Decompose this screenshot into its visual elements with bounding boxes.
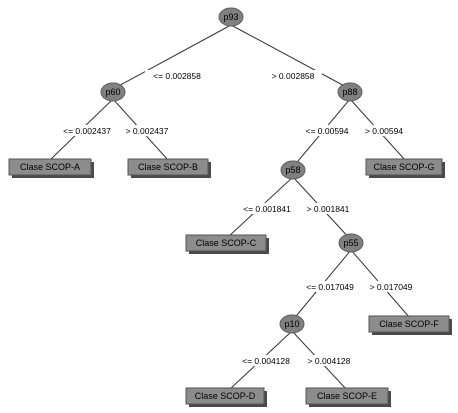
- tree-node: p88: [337, 82, 363, 102]
- leaf-node: Clase SCOP-C: [185, 234, 269, 254]
- edge-label-p58-p55: > 0.001841: [307, 204, 350, 214]
- tree-node: p93: [218, 7, 244, 27]
- edge-labels: <= 0.002858 > 0.002858 <= 0.002437 > 0.0…: [54, 70, 420, 366]
- node-label: p60: [105, 87, 120, 97]
- edge-root-p88: [230, 24, 351, 90]
- edge-label-p58-leafC: <= 0.001841: [243, 204, 291, 214]
- leaf-label: Clase SCOP-F: [379, 319, 439, 329]
- tree-node: p60: [100, 82, 126, 102]
- leaf-node: Clase SCOP-G: [365, 158, 445, 178]
- leaf-node: Clase SCOP-F: [368, 315, 452, 335]
- leaf-nodes: Clase SCOP-A Clase SCOP-B Clase SCOP-G C…: [8, 158, 452, 407]
- edge-label-p88-leafG: > 0.00594: [365, 126, 403, 136]
- edge-label-p60-leafA: <= 0.002437: [63, 126, 111, 136]
- leaf-label: Clase SCOP-B: [138, 162, 198, 172]
- node-label: p55: [343, 238, 358, 248]
- node-label: p10: [284, 319, 299, 329]
- edge-label-p55-p10: <= 0.017049: [306, 282, 354, 292]
- edge-label-p60-leafB: > 0.002437: [126, 126, 169, 136]
- leaf-label: Clase SCOP-C: [196, 238, 257, 248]
- leaf-label: Clase SCOP-E: [317, 391, 377, 401]
- node-label: p93: [223, 12, 238, 22]
- leaf-node: Clase SCOP-A: [8, 158, 94, 178]
- leaf-node: Clase SCOP-B: [127, 158, 211, 178]
- edge-label-p55-leafF: > 0.017049: [370, 282, 413, 292]
- edge-label-root-p60: <= 0.002858: [153, 71, 201, 81]
- node-label: p88: [342, 87, 357, 97]
- edge-root-p60: [112, 24, 232, 90]
- leaf-label: Clase SCOP-D: [195, 391, 256, 401]
- edge-label-root-p88: > 0.002858: [272, 71, 315, 81]
- edge-label-p10-leafD: <= 0.004128: [242, 356, 290, 366]
- tree-node: p58: [280, 160, 306, 180]
- node-label: p58: [285, 165, 300, 175]
- tree-node: p10: [279, 314, 305, 334]
- leaf-label: Clase SCOP-A: [20, 162, 80, 172]
- tree-node: p55: [338, 233, 364, 253]
- internal-nodes: p93 p60 p88 p58 p55 p10: [100, 7, 364, 334]
- edge-label-p10-leafE: > 0.004128: [308, 356, 351, 366]
- edge-label-p88-p58: <= 0.00594: [305, 126, 348, 136]
- leaf-label: Clase SCOP-G: [373, 162, 434, 172]
- leaf-node: Clase SCOP-D: [185, 387, 267, 407]
- leaf-node: Clase SCOP-E: [305, 387, 391, 407]
